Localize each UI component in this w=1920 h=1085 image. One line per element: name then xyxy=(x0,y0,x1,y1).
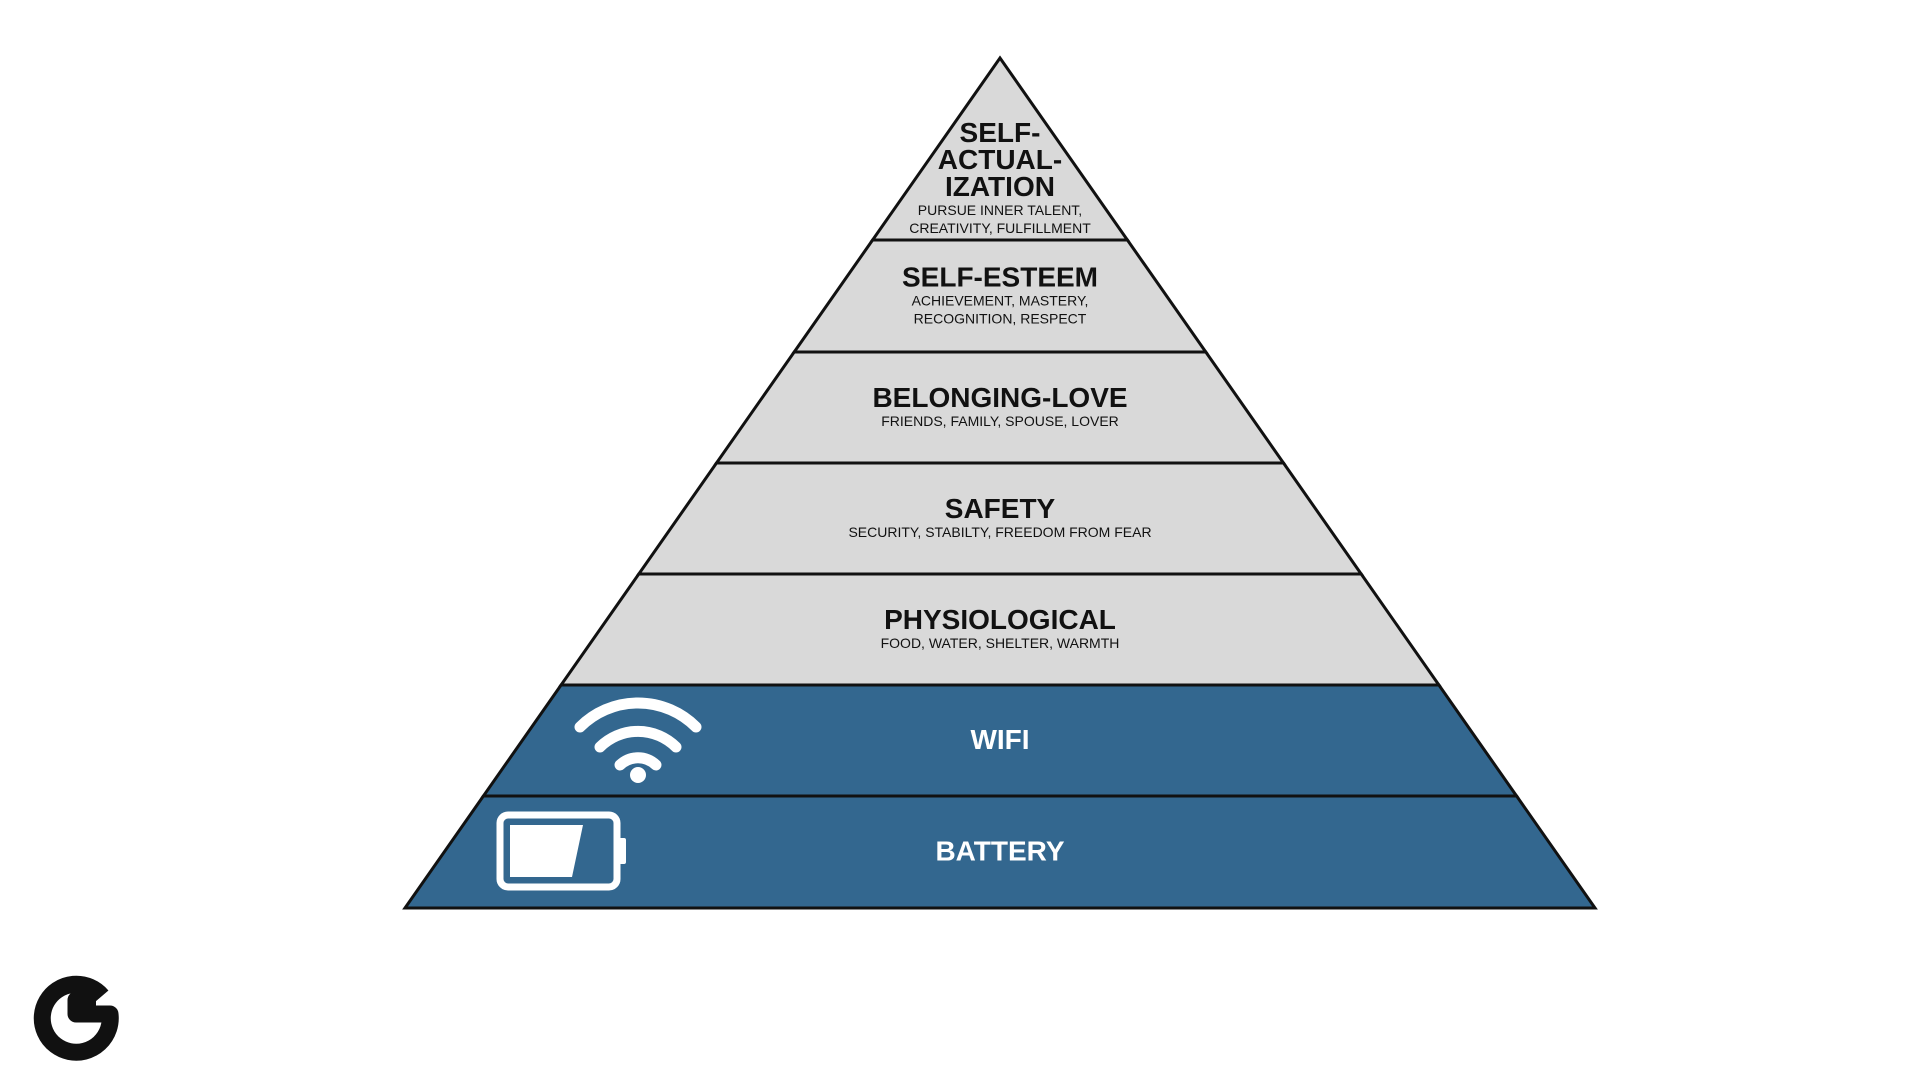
pyramid-levels xyxy=(402,55,1598,910)
battery-icon xyxy=(496,811,626,891)
level-title: SELF-ESTEEM xyxy=(902,262,1098,293)
pyramid-level-7 xyxy=(402,794,1598,910)
level-title: PHYSIOLOGICAL xyxy=(884,604,1116,635)
level-subtitle: FOOD, WATER, SHELTER, WARMTH xyxy=(881,635,1120,651)
level-subtitle: ACHIEVEMENT, MASTERY, xyxy=(912,293,1089,309)
g-logo-icon xyxy=(33,975,119,1061)
level-title: WIFI xyxy=(970,724,1029,755)
level-subtitle: CREATIVITY, FULFILLMENT xyxy=(909,220,1091,236)
level-subtitle: RECOGNITION, RESPECT xyxy=(914,311,1087,327)
wifi-icon xyxy=(574,697,702,783)
level-title: ACTUAL- xyxy=(938,144,1062,175)
level-title: BATTERY xyxy=(935,836,1064,867)
level-title: IZATION xyxy=(945,171,1055,202)
level-title: BELONGING-LOVE xyxy=(872,382,1127,413)
level-subtitle: PURSUE INNER TALENT, xyxy=(918,202,1082,218)
level-subtitle: FRIENDS, FAMILY, SPOUSE, LOVER xyxy=(881,413,1119,429)
level-subtitle: SECURITY, STABILTY, FREEDOM FROM FEAR xyxy=(848,524,1151,540)
level-title: SAFETY xyxy=(945,493,1056,524)
level-title: SELF- xyxy=(960,117,1041,148)
